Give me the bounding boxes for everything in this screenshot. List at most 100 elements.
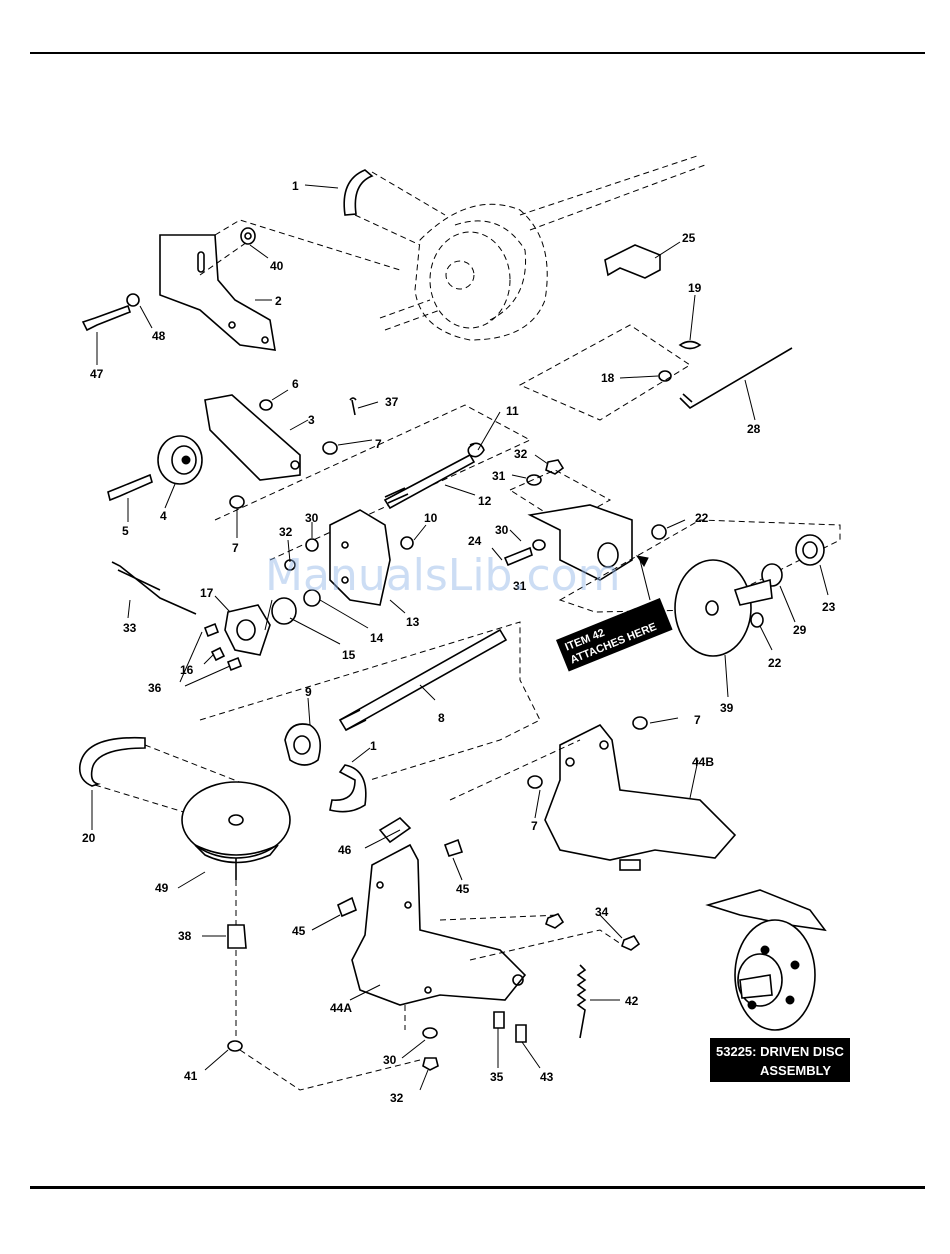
part-6-nut <box>260 400 272 410</box>
label-part-41: 41 <box>184 1069 198 1083</box>
part-42-spring <box>578 965 585 1038</box>
part-39-driven-disc <box>675 560 751 656</box>
part-12-shaft <box>385 455 474 508</box>
part-9-pulley <box>285 724 320 765</box>
label-part-49: 49 <box>155 881 169 895</box>
part-22-ring-bottom <box>751 613 763 627</box>
part-35-bolt <box>494 1012 504 1028</box>
label-part-4: 4 <box>160 509 167 523</box>
part-38-hub <box>228 925 246 948</box>
label-part-19: 19 <box>688 281 702 295</box>
part-32-nut-c <box>423 1058 438 1070</box>
label-part-36: 36 <box>148 681 162 695</box>
part-17-flange <box>225 605 270 655</box>
part-20-band <box>80 738 145 786</box>
label-part-17: 17 <box>200 586 214 600</box>
label-part-24: 24 <box>468 534 482 548</box>
label-part-22-a: 22 <box>695 511 709 525</box>
part-22-ring-top <box>652 525 666 539</box>
label-part-32-upper: 32 <box>514 447 528 461</box>
part-40-washer <box>241 228 255 244</box>
part-30-washer-c <box>423 1028 437 1038</box>
label-part-11: 11 <box>506 404 519 418</box>
label-part-43: 43 <box>540 1070 554 1084</box>
part-7-nut-a <box>323 442 337 454</box>
label-part-48: 48 <box>152 329 166 343</box>
driven-disc-callout: 53225: DRIVEN DISC ASSEMBLY <box>710 1038 850 1082</box>
label-part-32-c: 32 <box>390 1091 404 1105</box>
label-part-7-c: 7 <box>694 713 701 727</box>
label-part-12: 12 <box>478 494 492 508</box>
part-31-washer-upper <box>527 475 541 485</box>
label-part-34: 34 <box>595 905 609 919</box>
part-2-bracket <box>160 235 275 350</box>
part-18-washer <box>659 371 671 381</box>
label-part-30-c: 30 <box>383 1053 397 1067</box>
label-part-33: 33 <box>123 621 137 635</box>
label-part-47: 47 <box>90 367 104 381</box>
part-36-bolt-a <box>205 624 218 636</box>
label-part-14: 14 <box>370 631 384 645</box>
label-part-7: 7 <box>375 437 382 451</box>
part-7-nut-b <box>230 496 244 508</box>
label-part-3: 3 <box>308 413 315 427</box>
label-part-28: 28 <box>747 422 761 436</box>
part-7-nut-d <box>528 776 542 788</box>
label-part-7-d: 7 <box>531 819 538 833</box>
part-36-bolt-b <box>228 658 241 670</box>
label-part-35: 35 <box>490 1070 504 1084</box>
label-part-45-b: 45 <box>292 924 306 938</box>
label-part-45-a: 45 <box>456 882 470 896</box>
part-44b-bracket <box>545 725 735 860</box>
driven-disc-callout-line2: ASSEMBLY <box>760 1063 831 1078</box>
part-47-bolt <box>83 306 130 330</box>
label-part-40: 40 <box>270 259 284 273</box>
part-23-bearing <box>796 535 824 565</box>
label-part-44b: 44B <box>692 755 714 769</box>
label-part-39: 39 <box>720 701 734 715</box>
label-part-16: 16 <box>180 663 194 677</box>
part-28-rod <box>680 348 792 408</box>
part-19-cotter <box>680 342 700 349</box>
part-45-bushing-b <box>338 898 356 916</box>
part-48-lockwasher <box>127 294 139 306</box>
part-37-pin <box>350 398 356 415</box>
part-34-nut-b <box>622 936 639 950</box>
part-7-nut-c <box>633 717 647 729</box>
part-5-bolt <box>108 475 152 500</box>
watermark: ManualsLib.com <box>265 550 620 601</box>
label-part-23: 23 <box>822 600 836 614</box>
label-part-31-upper: 31 <box>492 469 506 483</box>
label-part-1: 1 <box>292 179 299 193</box>
label-part-15: 15 <box>342 648 356 662</box>
label-part-6: 6 <box>292 377 299 391</box>
part-1-top <box>344 170 372 215</box>
label-part-18: 18 <box>601 371 615 385</box>
label-part-46: 46 <box>338 843 352 857</box>
label-part-30-b: 30 <box>495 523 509 537</box>
driven-disc-assembly-inset <box>708 890 825 1030</box>
label-part-25: 25 <box>682 231 696 245</box>
label-part-7-b: 7 <box>232 541 239 555</box>
part-44a-bracket <box>352 845 525 1005</box>
label-part-37: 37 <box>385 395 399 409</box>
label-part-5: 5 <box>122 524 129 538</box>
part-10-washer <box>401 537 413 549</box>
label-part-8: 8 <box>438 711 445 725</box>
part-8-shaft <box>340 630 506 730</box>
part-25-clip <box>605 245 660 278</box>
label-part-22-b: 22 <box>768 656 782 670</box>
label-part-10: 10 <box>424 511 438 525</box>
part-30-washer-b <box>533 540 545 550</box>
part-1-band-bottom <box>330 765 366 812</box>
part-45-bushing-a <box>445 840 462 856</box>
label-part-29: 29 <box>793 623 807 637</box>
label-part-42: 42 <box>625 994 639 1008</box>
label-part-32-a: 32 <box>279 525 293 539</box>
label-part-20: 20 <box>82 831 96 845</box>
label-part-1-b: 1 <box>370 739 377 753</box>
part-32-nut-upper <box>546 460 563 474</box>
label-part-38: 38 <box>178 929 192 943</box>
label-part-44a: 44A <box>330 1001 352 1015</box>
